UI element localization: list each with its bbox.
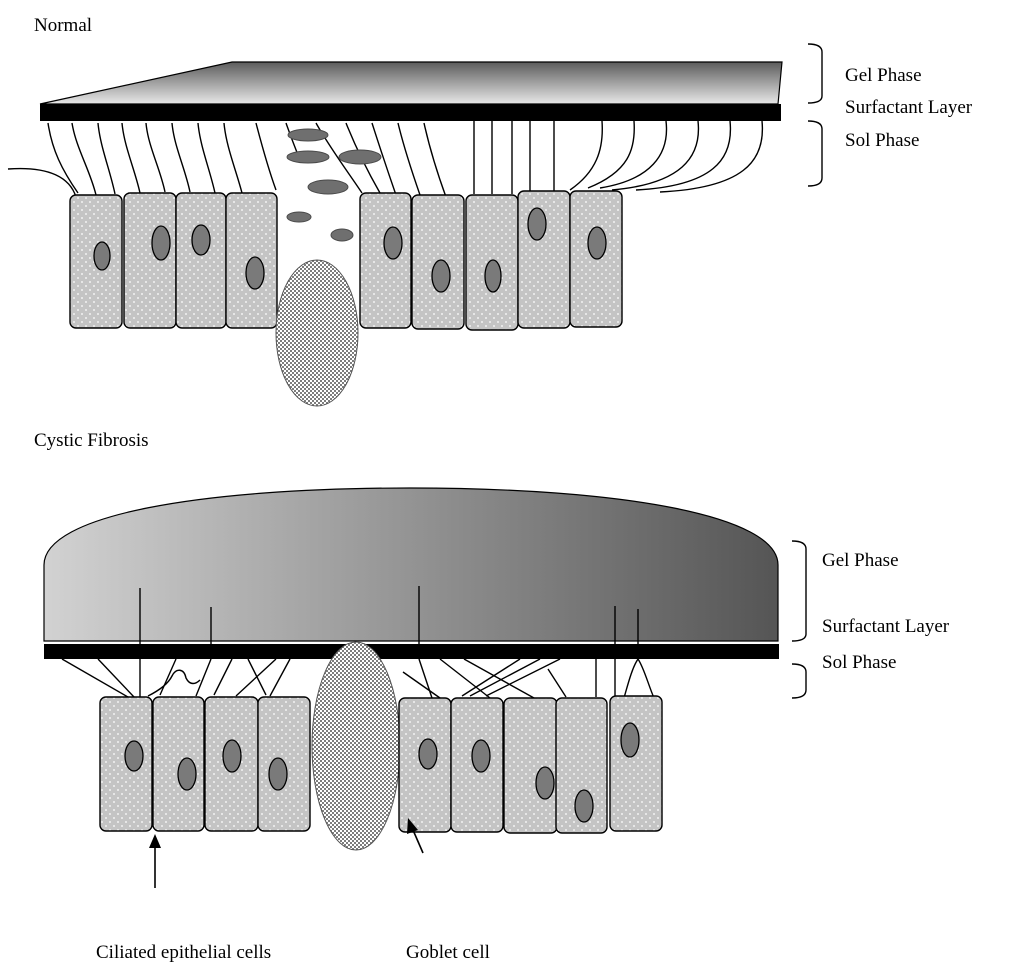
nucleus [432,260,450,292]
nucleus [269,758,287,790]
cilia-normal [8,121,762,197]
nucleus [192,225,210,255]
nucleus [384,227,402,259]
label-sol-phase-cf: Sol Phase [822,652,896,673]
brace-sol-normal [808,121,822,186]
goblet-cell-cf [312,642,400,850]
gel-layer-normal [40,62,782,104]
surfactant-layer-cf [44,644,779,659]
nucleus [536,767,554,799]
nucleus [94,242,110,270]
brace-gel-normal [808,44,822,103]
nucleus [528,208,546,240]
nucleus [472,740,490,772]
arrow-ciliated-head [149,834,161,848]
label-gel-phase-normal: Gel Phase [845,65,922,86]
nucleus [178,758,196,790]
label-gel-phase-cf: Gel Phase [822,550,899,571]
ciliated-cell [124,193,176,328]
brace-gel-cf [792,541,806,641]
brace-sol-cf [792,664,806,698]
nucleus [125,741,143,771]
annotations: Ciliated epithelial cells Goblet cell [96,818,490,963]
label-ciliated-cells: Ciliated epithelial cells [96,942,271,963]
ciliated-cell [153,697,204,831]
nucleus [485,260,501,292]
label-surfactant-normal: Surfactant Layer [845,97,973,118]
nucleus [621,723,639,757]
ciliated-cell [360,193,411,328]
nucleus [588,227,606,259]
cf-title: Cystic Fibrosis [34,430,149,451]
label-goblet-cell: Goblet cell [406,942,490,963]
surfactant-layer-normal [40,104,781,121]
arrow-goblet-line [413,830,423,853]
normal-panel: Normal [8,15,973,406]
nucleus [575,790,593,822]
nucleus [152,226,170,260]
ciliated-cell [504,698,557,833]
gel-layer-cf [44,488,778,641]
ciliated-cell [176,193,226,328]
epithelium-normal [70,191,622,406]
nucleus [419,739,437,769]
label-sol-phase-normal: Sol Phase [845,130,919,151]
nucleus [246,257,264,289]
ciliated-cell [610,696,662,831]
ciliated-cell [518,191,570,328]
label-surfactant-cf: Surfactant Layer [822,616,950,637]
goblet-cell-normal [276,260,358,406]
nucleus [223,740,241,772]
cf-panel: Cystic Fibrosis [34,430,950,850]
normal-title: Normal [34,15,92,36]
